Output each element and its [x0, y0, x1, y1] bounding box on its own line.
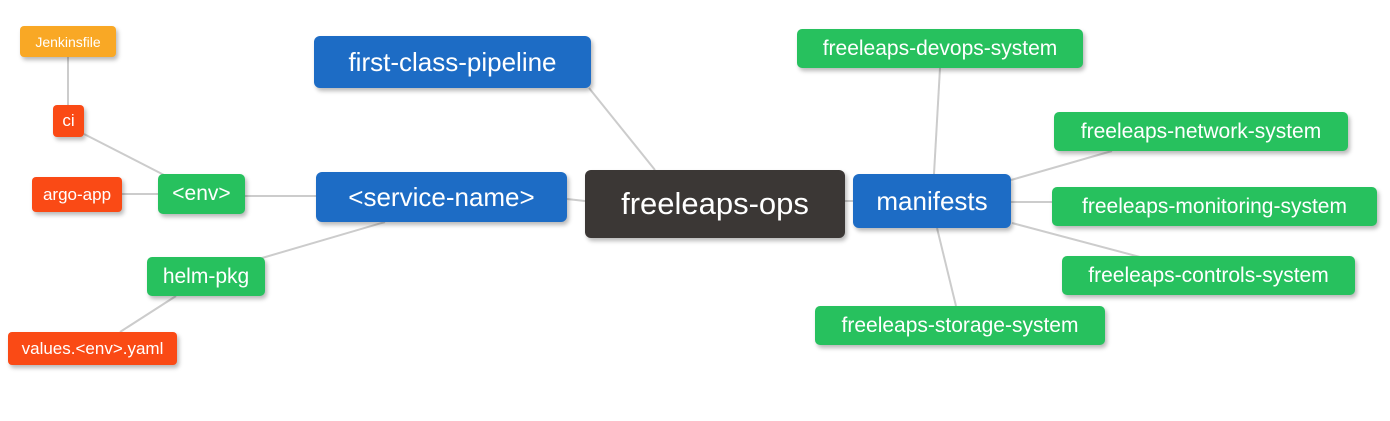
node-freeleaps-ops[interactable]: freeleaps-ops	[585, 170, 845, 238]
edge-ci--env	[83, 133, 167, 177]
edge-manifests--freeleaps-storage-system	[936, 227, 957, 307]
edge-manifests--freeleaps-network-system	[1010, 150, 1113, 181]
edge-service-name--freeleaps-ops	[566, 198, 586, 202]
edge-manifests--freeleaps-controls-system	[1011, 222, 1141, 258]
node-label: Jenkinsfile	[35, 33, 101, 50]
node-freeleaps-monitoring-system[interactable]: freeleaps-monitoring-system	[1052, 187, 1377, 226]
node-helm-pkg[interactable]: helm-pkg	[147, 257, 265, 296]
edge-first-class-pipeline--freeleaps-ops	[588, 87, 656, 171]
edge-helm-pkg--service-name	[261, 221, 386, 259]
node-label: argo-app	[42, 184, 112, 204]
node-env[interactable]: <env>	[158, 174, 245, 214]
node-label: freeleaps-devops-system	[822, 36, 1058, 60]
node-label: manifests	[876, 185, 988, 216]
node-manifests[interactable]: manifests	[853, 174, 1011, 228]
node-ci[interactable]: ci	[53, 105, 84, 137]
node-freeleaps-network-system[interactable]: freeleaps-network-system	[1054, 112, 1348, 151]
node-label: values.<env>.yaml	[21, 338, 164, 358]
node-freeleaps-controls-system[interactable]: freeleaps-controls-system	[1062, 256, 1355, 295]
node-values-env-yaml[interactable]: values.<env>.yaml	[8, 332, 177, 365]
node-first-class-pipeline[interactable]: first-class-pipeline	[314, 36, 591, 88]
node-label: first-class-pipeline	[348, 46, 557, 77]
node-label: ci	[62, 111, 75, 130]
node-label: freeleaps-storage-system	[841, 313, 1079, 337]
edge-values-env-yaml--helm-pkg	[119, 295, 177, 333]
node-argo-app[interactable]: argo-app	[32, 177, 122, 212]
node-label: <env>	[172, 182, 231, 205]
node-label: freeleaps-monitoring-system	[1082, 194, 1347, 218]
node-label: freeleaps-controls-system	[1088, 263, 1329, 287]
node-freeleaps-devops-system[interactable]: freeleaps-devops-system	[797, 29, 1083, 68]
node-label: freeleaps-network-system	[1080, 119, 1322, 143]
node-label: <service-name>	[348, 181, 535, 212]
node-label: helm-pkg	[162, 264, 250, 288]
node-freeleaps-storage-system[interactable]: freeleaps-storage-system	[815, 306, 1105, 345]
node-service-name[interactable]: <service-name>	[316, 172, 567, 222]
node-jenkinsfile[interactable]: Jenkinsfile	[20, 26, 116, 57]
node-label: freeleaps-ops	[621, 186, 809, 221]
edge-manifests--freeleaps-devops-system	[933, 67, 941, 175]
